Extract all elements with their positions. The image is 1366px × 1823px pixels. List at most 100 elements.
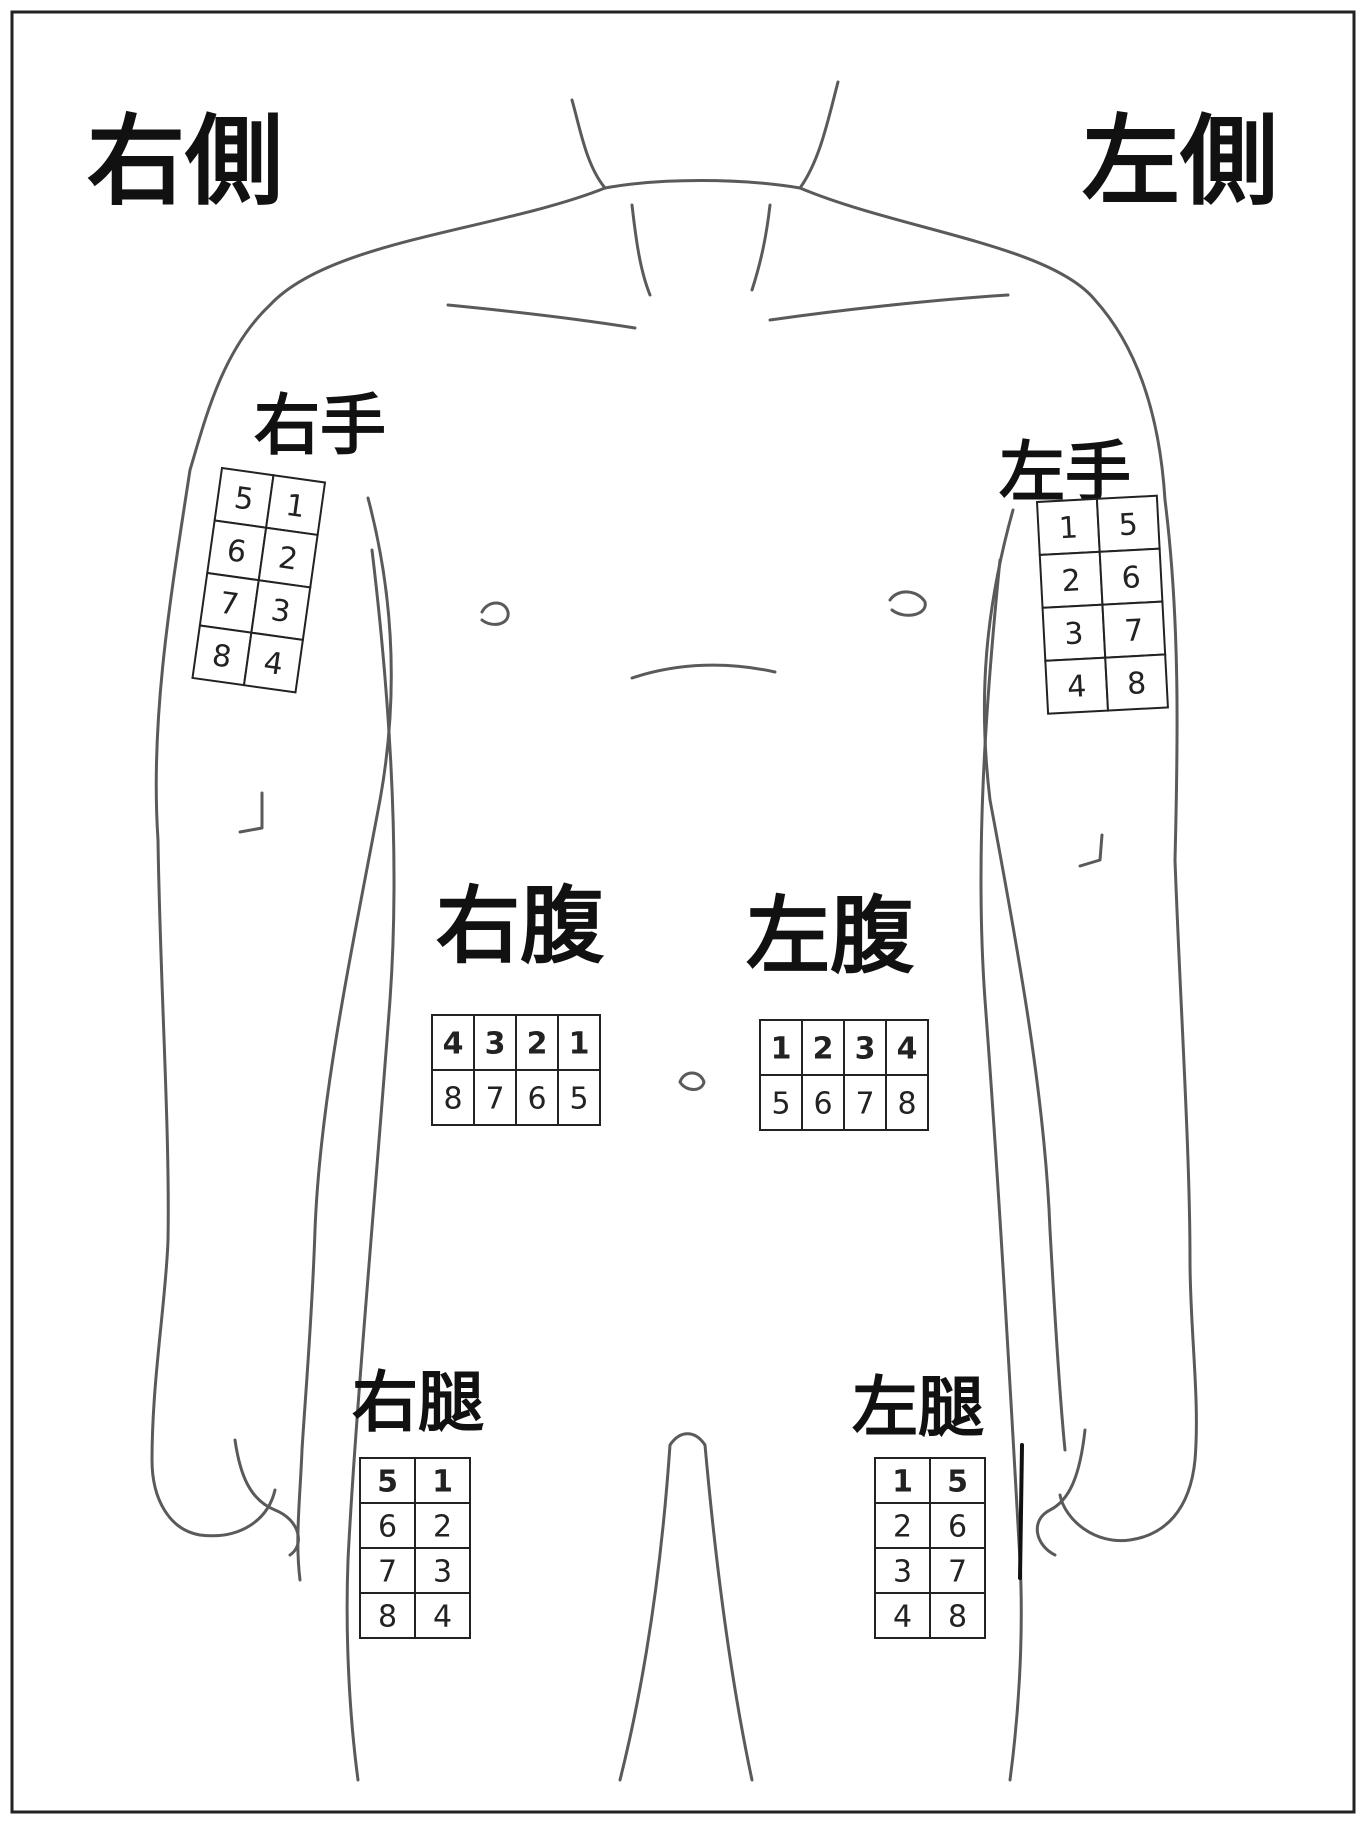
grid-cell (929, 1502, 986, 1549)
grid-cell-number: 5 (771, 1087, 790, 1122)
grid-cell (242, 631, 304, 694)
grid-cell-number: 8 (443, 1082, 462, 1117)
grid-cell-number: 3 (433, 1555, 452, 1590)
grid-cell (929, 1547, 986, 1594)
neck-left-line (570, 98, 607, 190)
grid-cell-number: 7 (378, 1555, 397, 1590)
grid-cell-number: 8 (897, 1087, 916, 1122)
grid-cell-number: 6 (225, 533, 249, 570)
left-shoulder-line (798, 186, 1167, 502)
navel (678, 1071, 706, 1091)
grid-cell (929, 1592, 986, 1639)
left-arm-outer-line (1058, 498, 1198, 1543)
right-clavicle-line (446, 303, 637, 330)
grid-cell-number: 5 (377, 1465, 398, 1500)
grid-cell (885, 1074, 929, 1131)
grid-cell-number: 2 (1061, 563, 1082, 599)
right-abdomen-label: 右腹 (436, 877, 605, 975)
grid-cell-number: 3 (855, 1032, 876, 1067)
torso-left-line (979, 558, 1023, 1782)
grid-cell-number: 4 (897, 1032, 918, 1067)
throat-left-line (630, 203, 652, 297)
grid-cell-number: 2 (433, 1510, 452, 1545)
grid-cell-number: 6 (1121, 560, 1142, 596)
left-side-label: 左側 (1082, 105, 1278, 219)
grid-cell-number: 3 (893, 1555, 912, 1590)
grid-cell-number: 5 (947, 1465, 968, 1500)
grid-cell-number: 8 (210, 638, 234, 675)
left-arm-site-grid: 1 52 63 74 8 (1035, 494, 1169, 715)
grid-cell (414, 1457, 471, 1504)
right-elbow-mark (238, 791, 264, 834)
grid-cell-number: 6 (527, 1082, 546, 1117)
grid-cell (557, 1069, 601, 1126)
grid-cell-number: 7 (485, 1082, 504, 1117)
grid-cell-number: 1 (892, 1465, 913, 1500)
left-elbow-mark (1078, 833, 1104, 868)
right-hand-line (233, 1438, 300, 1557)
grid-cell (359, 1547, 416, 1594)
grid-cell (414, 1502, 471, 1549)
crotch-line (618, 1432, 754, 1782)
grid-cell-number: 7 (855, 1087, 874, 1122)
neck-right-line (798, 80, 840, 190)
grid-cell (414, 1592, 471, 1639)
grid-cell-number: 4 (1066, 669, 1087, 705)
grid-cell-number: 7 (1123, 613, 1144, 649)
right-arm-outer-line (150, 468, 277, 1538)
grid-cell-number: 1 (283, 488, 307, 525)
grid-cell-number: 4 (261, 645, 285, 682)
grid-cell-number: 2 (276, 540, 300, 577)
left-thigh-label: 左腿 (852, 1369, 984, 1446)
grid-cell-number: 1 (432, 1465, 453, 1500)
grid-cell-number: 5 (1118, 507, 1139, 543)
grid-cell-number: 2 (813, 1032, 834, 1067)
grid-cell (885, 1019, 929, 1076)
neck-base-line (603, 179, 802, 190)
grid-cell (759, 1074, 803, 1131)
grid-cell-number: 8 (378, 1600, 397, 1635)
right-thigh-label: 右腿 (352, 1364, 484, 1441)
grid-cell (929, 1457, 986, 1504)
right-nipple (480, 601, 510, 626)
right-arm-inner-line (296, 496, 393, 1582)
grid-cell-number: 1 (1058, 510, 1079, 546)
grid-cell-number: 3 (1064, 616, 1085, 652)
grid-cell (801, 1074, 845, 1131)
outer-frame (10, 10, 1356, 1814)
grid-cell (473, 1014, 517, 1071)
torso-right-line (345, 548, 396, 1782)
grid-cell-number: 1 (569, 1027, 590, 1062)
chest-line (630, 663, 777, 680)
body-outline (150, 80, 1198, 1782)
left-arm-inner-line (982, 508, 1067, 1452)
grid-cell-number: 4 (433, 1600, 452, 1635)
throat-right-line (750, 203, 772, 292)
grid-cell-number: 6 (948, 1510, 967, 1545)
grid-cell (414, 1547, 471, 1594)
left-nipple (888, 590, 927, 617)
grid-cell-number: 7 (948, 1555, 967, 1590)
grid-cell-number: 4 (893, 1600, 912, 1635)
grid-cell-number: 5 (569, 1082, 588, 1117)
grid-cell (515, 1069, 559, 1126)
right-shoulder-line (188, 186, 607, 472)
grid-cell-number: 4 (443, 1027, 464, 1062)
grid-cell-number: 7 (217, 586, 241, 623)
grid-cell-number: 3 (485, 1027, 506, 1062)
grid-cell-number: 5 (232, 481, 256, 518)
left-abdomen-label: 左腹 (746, 887, 915, 985)
grid-cell (874, 1592, 931, 1639)
grid-cell (431, 1069, 475, 1126)
right-side-label: 右側 (87, 105, 283, 219)
left-hip-mark (1018, 1443, 1024, 1580)
grid-cell-number: 8 (1126, 666, 1147, 702)
grid-cell-number: 2 (893, 1510, 912, 1545)
right-arm-label: 右手 (254, 387, 386, 464)
left-hand-line (1035, 1428, 1087, 1557)
